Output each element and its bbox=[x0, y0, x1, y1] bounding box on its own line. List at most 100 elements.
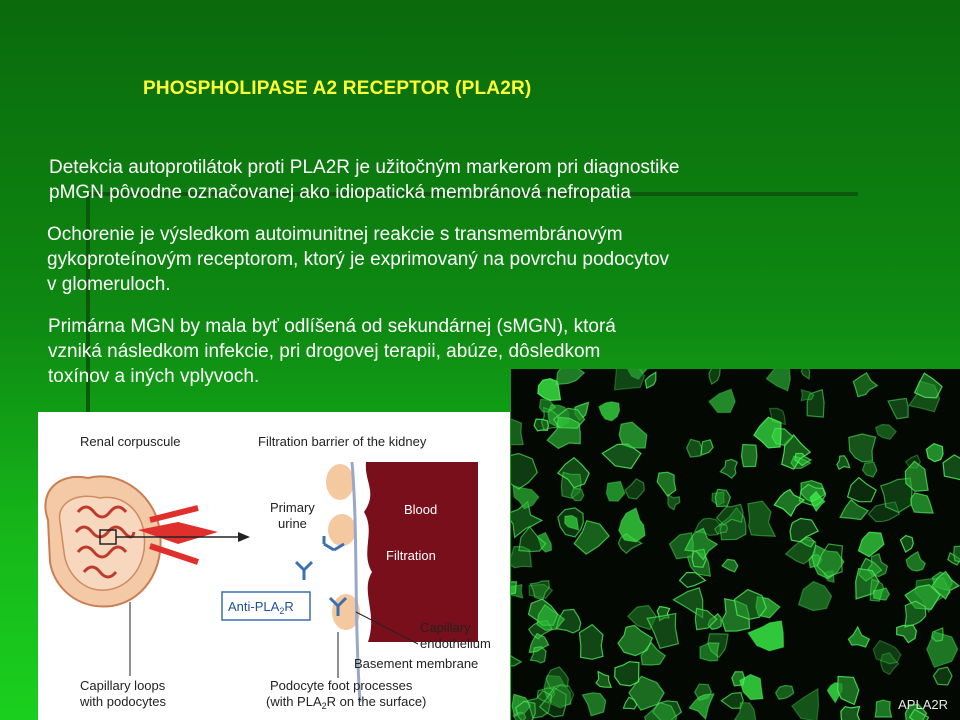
fluorescent-cell bbox=[852, 371, 879, 398]
micrograph-cells bbox=[511, 369, 960, 720]
fluorescent-cell bbox=[511, 655, 523, 667]
micrograph-label: APLA2R bbox=[898, 697, 948, 712]
fluorescent-cell bbox=[614, 661, 640, 687]
fluorescent-cell bbox=[545, 666, 569, 689]
fluorescent-cell bbox=[840, 705, 861, 720]
fluorescent-cell bbox=[874, 423, 898, 440]
fluorescent-cell bbox=[618, 507, 646, 543]
label-primary: Primary bbox=[270, 500, 315, 515]
fluorescent-cell bbox=[839, 498, 870, 521]
fluorescent-cell bbox=[707, 633, 729, 659]
paragraph-3: Primárna MGN by mala byť odlíšená od sek… bbox=[48, 314, 798, 389]
label-podocyte-foot: Podocyte foot processes bbox=[270, 678, 413, 693]
fluorescent-cell bbox=[931, 627, 944, 642]
fluorescent-cell bbox=[848, 433, 877, 463]
fluorescent-cell bbox=[570, 487, 585, 502]
label-urine: urine bbox=[278, 516, 307, 531]
fluorescent-cell bbox=[555, 369, 586, 386]
fluorescent-cell bbox=[753, 416, 782, 449]
fluorescent-cell bbox=[789, 517, 820, 543]
fluorescent-cell bbox=[846, 476, 877, 503]
fluorescent-cell bbox=[538, 686, 567, 718]
fluorescent-cell bbox=[708, 388, 736, 414]
kidney-filtration-diagram: Renal corpuscule Filtration barrier of t… bbox=[38, 412, 510, 720]
fluorescent-cell bbox=[719, 458, 739, 480]
paragraph-2-line-2: gykoproteínovým receptorom, ktorý je exp… bbox=[47, 249, 670, 270]
fluorescent-cell bbox=[926, 631, 959, 669]
fluorescent-cell bbox=[874, 699, 893, 718]
fluorescent-cell bbox=[791, 687, 820, 720]
fluorescent-cell bbox=[904, 460, 929, 492]
fluorescent-cell bbox=[816, 543, 844, 578]
fluorescent-cell bbox=[678, 571, 707, 589]
renal-corpuscle-illustration bbox=[44, 475, 250, 608]
fluorescent-cell bbox=[581, 692, 607, 717]
fluorescent-cell bbox=[536, 603, 566, 631]
fluorescent-cell bbox=[857, 531, 885, 558]
fluorescent-cell bbox=[887, 397, 909, 420]
fluorescent-cell bbox=[740, 443, 758, 468]
fluorescent-cell bbox=[688, 693, 715, 720]
fluorescent-cell bbox=[721, 558, 739, 573]
fluorescent-cell bbox=[953, 545, 960, 563]
fluorescent-cell bbox=[699, 642, 720, 662]
fluorescent-cell bbox=[628, 675, 665, 711]
fluorescent-cell bbox=[713, 523, 729, 535]
fluorescent-cell bbox=[715, 503, 744, 526]
fluorescent-cell bbox=[683, 527, 719, 561]
slide-title: PHOSPHOLIPASE A2 RECEPTOR (PLA2R) bbox=[143, 78, 532, 99]
fluorescent-cell bbox=[739, 673, 764, 701]
fluorescent-cell bbox=[617, 624, 654, 657]
fluorescent-cell bbox=[511, 452, 538, 490]
fluorescent-cell bbox=[668, 532, 695, 560]
fluorescent-cell bbox=[537, 378, 562, 402]
fluorescent-cell bbox=[646, 612, 679, 650]
fluorescent-cell bbox=[511, 581, 518, 595]
fluorescent-cell bbox=[773, 488, 806, 517]
label-filtration-barrier: Filtration barrier of the kidney bbox=[258, 434, 427, 449]
fluorescent-cell bbox=[518, 525, 547, 553]
paragraph-1-line-1: Detekcia autoprotilátok proti PLA2R je u… bbox=[49, 157, 680, 178]
paragraph-2-line-1: Ochorenie je výsledkom autoimunitnej rea… bbox=[47, 224, 623, 245]
fluorescent-cell bbox=[905, 550, 927, 572]
fluorescent-cell bbox=[908, 708, 930, 720]
kidney-diagram-svg: Renal corpuscule Filtration barrier of t… bbox=[44, 434, 491, 711]
fluorescent-cell bbox=[511, 583, 524, 599]
filtration-barrier-illustration: Blood Filtration bbox=[294, 461, 478, 703]
label-anti-pla2r: Anti-PLA2R bbox=[228, 599, 294, 616]
fluorescent-cell bbox=[711, 491, 725, 506]
fluorescent-cell bbox=[618, 421, 648, 449]
fluorescent-cell bbox=[747, 620, 785, 652]
fluorescent-cell bbox=[533, 418, 550, 432]
label-basement-membrane: Basement membrane bbox=[354, 656, 478, 671]
fluorescent-cell bbox=[578, 623, 604, 660]
fluorescent-cell bbox=[700, 439, 714, 456]
label-with-podocytes: with podocytes bbox=[79, 694, 166, 709]
fluorescent-cell bbox=[644, 371, 657, 389]
fluorescent-cell bbox=[595, 670, 613, 688]
fluorescent-cell bbox=[733, 702, 757, 720]
fluorescent-cell bbox=[598, 401, 621, 422]
paragraph-3-line-1: Primárna MGN by mala byť odlíšená od sek… bbox=[48, 316, 616, 337]
fluorescent-cell bbox=[731, 671, 746, 687]
decorative-line-vertical bbox=[86, 192, 90, 412]
fluorescent-cell bbox=[573, 519, 610, 555]
fluorescent-cell bbox=[708, 369, 721, 386]
fluorescent-cell bbox=[694, 607, 718, 631]
fluorescent-cell bbox=[550, 683, 575, 709]
fluorescent-cell bbox=[512, 484, 540, 510]
fluorescent-cell bbox=[847, 625, 871, 648]
fluorescent-cell bbox=[656, 471, 677, 498]
fluorescent-cell bbox=[836, 455, 851, 471]
fluorescent-cell bbox=[837, 675, 860, 706]
fluorescent-cell bbox=[925, 443, 944, 463]
label-filtration: Filtration bbox=[386, 548, 436, 563]
paragraph-2-line-3: v glomeruloch. bbox=[47, 274, 171, 295]
fluorescent-cell bbox=[879, 477, 913, 514]
label-capillary: Capillary bbox=[420, 620, 471, 635]
fluorescent-cell bbox=[861, 461, 878, 478]
label-with-pla2r: (with PLA2R on the surface) bbox=[266, 694, 426, 711]
paragraph-3-line-2: vzniká následkom infekcie, pri drogovej … bbox=[48, 341, 601, 362]
fluorescent-cell bbox=[714, 488, 732, 508]
immunofluorescence-micrograph: APLA2R bbox=[511, 369, 960, 720]
